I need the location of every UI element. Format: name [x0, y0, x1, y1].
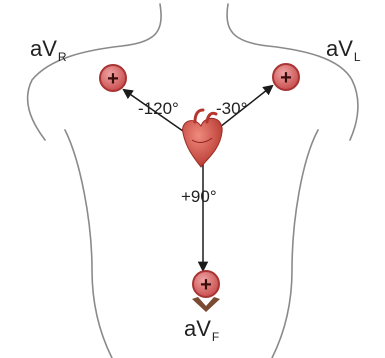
lead-label-avl-main: aV	[326, 36, 353, 61]
angle-label-avr: -120°	[138, 100, 179, 117]
heart-icon	[183, 110, 223, 167]
left-arm-inner	[65, 130, 112, 358]
torso-outline	[28, 4, 358, 358]
angle-label-avl: -30°	[216, 100, 247, 117]
electrode-avr: +	[100, 65, 126, 91]
lead-label-avl: aVL	[326, 38, 361, 60]
lead-label-avr: aVR	[30, 38, 67, 60]
electrode-avf: +	[192, 271, 220, 312]
foot-clip-icon	[192, 297, 220, 312]
lead-label-avf-sub: F	[212, 330, 219, 344]
torso-outline-left	[28, 4, 162, 140]
right-arm-inner	[272, 130, 318, 358]
electrode-avl: +	[273, 64, 299, 90]
angle-label-avf: +90°	[181, 188, 217, 205]
electrode-avf-plus: +	[200, 274, 212, 296]
lead-label-avf: aVF	[184, 318, 219, 340]
lead-label-avr-sub: R	[58, 50, 67, 64]
lead-label-avl-sub: L	[354, 50, 361, 64]
lead-label-avr-main: aV	[30, 36, 57, 61]
electrode-avr-plus: +	[107, 68, 119, 90]
lead-label-avf-main: aV	[184, 316, 211, 341]
electrode-avl-plus: +	[280, 67, 292, 89]
